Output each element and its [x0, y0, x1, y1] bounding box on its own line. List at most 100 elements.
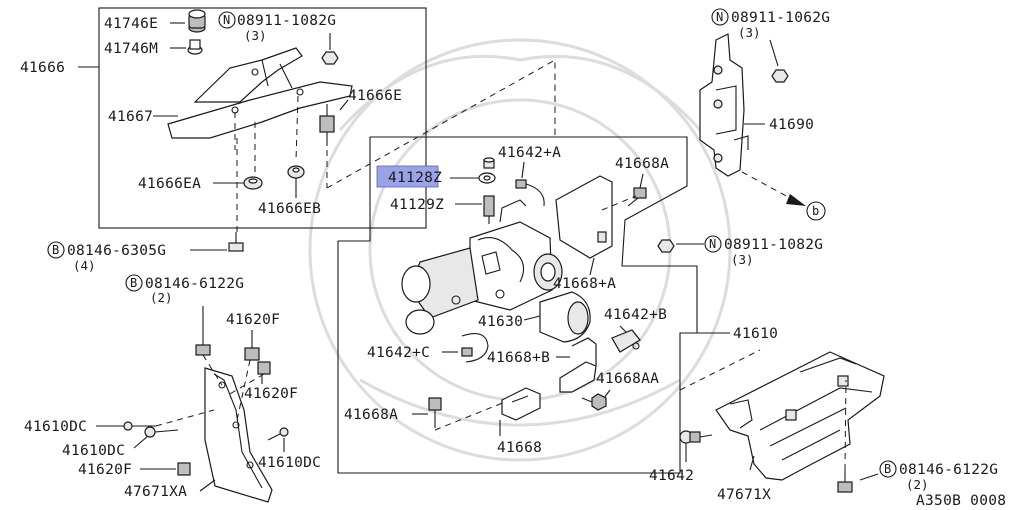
- bracket-41668B[interactable]: [559, 337, 597, 393]
- label-41746M[interactable]: 41746M: [104, 41, 158, 57]
- clip-41642[interactable]: [679, 430, 713, 444]
- bracket-assembly-box: [98, 7, 427, 229]
- clip-41642B[interactable]: [611, 329, 641, 353]
- label-41668AA[interactable]: 41668AA: [596, 371, 659, 387]
- svg-text:N: N: [709, 237, 716, 251]
- label-41666E[interactable]: 41666E: [348, 88, 402, 104]
- label-41666[interactable]: 41666: [20, 60, 65, 76]
- label-41620F-c[interactable]: 41620F: [78, 462, 132, 478]
- label-41642C[interactable]: 41642+C: [367, 345, 430, 361]
- bracket-41667[interactable]: [167, 47, 353, 139]
- bleeder-41129Z[interactable]: [483, 195, 495, 224]
- bracket-41668[interactable]: [501, 387, 541, 421]
- b-circle-icon: [47, 241, 65, 259]
- bracket-41690[interactable]: [699, 33, 749, 177]
- label-41610DC-b[interactable]: 41610DC: [62, 443, 125, 459]
- svg-text:B: B: [130, 276, 137, 290]
- bushing-41746M[interactable]: [187, 39, 203, 55]
- screw-41610DC-c[interactable]: [267, 427, 289, 441]
- label-41610[interactable]: 41610: [733, 326, 778, 342]
- nut-08911-mid[interactable]: [657, 239, 675, 253]
- label-41129Z[interactable]: 41129Z: [390, 197, 444, 213]
- label-47671XA[interactable]: 47671XA: [124, 484, 187, 500]
- svg-text:N: N: [223, 13, 230, 27]
- mount-41666E[interactable]: [319, 104, 335, 146]
- nut-callout-top: N: [218, 11, 236, 29]
- nut-08911-1062G[interactable]: [771, 69, 789, 83]
- bracket-41668A[interactable]: [555, 175, 613, 259]
- label-08146-6305G[interactable]: 08146-6305G: [67, 243, 166, 259]
- label-47671X[interactable]: 47671X: [717, 487, 771, 503]
- arrow-icon: [786, 194, 806, 206]
- bracket-assembly-group: 41666 41746E 41746M N 08911-1082G (3): [20, 7, 427, 229]
- qty-3-mid: (3): [731, 252, 754, 267]
- label-41630[interactable]: 41630: [478, 314, 523, 330]
- bolt-08146-6305G[interactable]: [228, 232, 244, 252]
- under-cover-group: 47671X 41642 B 08146-6122G (2) A350B 000…: [649, 351, 1006, 509]
- n-circle-icon: [218, 11, 236, 29]
- label-41610DC-c[interactable]: 41610DC: [258, 455, 321, 471]
- label-08146-6122G-left[interactable]: 08146-6122G: [145, 276, 244, 292]
- bracket-41690-group: N 08911-1062G (3) 41690 b: [699, 8, 830, 221]
- n-circle-icon-mid: [704, 235, 722, 253]
- bolt-41668A-low[interactable]: [428, 397, 442, 428]
- label-41128Z[interactable]: 41128Z: [388, 170, 442, 186]
- under-cover-47671X[interactable]: [715, 351, 885, 481]
- n-circle-icon-right: [711, 8, 729, 26]
- label-41667[interactable]: 41667: [108, 109, 153, 125]
- cap-41128[interactable]: [483, 157, 495, 169]
- label-41666EA[interactable]: 41666EA: [138, 176, 201, 192]
- label-41620F-b[interactable]: 41620F: [244, 386, 298, 402]
- label-41746E[interactable]: 41746E: [104, 16, 158, 32]
- nut-callout-mid: N: [704, 235, 722, 253]
- label-41668[interactable]: 41668: [497, 440, 542, 456]
- svg-text:b: b: [812, 204, 819, 218]
- label-41668A-low[interactable]: 41668A: [344, 407, 398, 423]
- abs-actuator-41630[interactable]: [401, 199, 591, 343]
- qty-4: (4): [73, 258, 96, 273]
- clip-41642A[interactable]: [515, 179, 545, 207]
- label-41668B[interactable]: 41668+B: [487, 350, 550, 366]
- label-08911-1082G-mid[interactable]: 08911-1082G: [724, 237, 823, 253]
- label-41620F-a[interactable]: 41620F: [226, 312, 280, 328]
- ref-b-callout[interactable]: b: [806, 201, 826, 221]
- screw-41610DC-b[interactable]: [144, 426, 179, 438]
- clip-41620F-b[interactable]: [257, 361, 271, 375]
- label-41642B[interactable]: 41642+B: [604, 307, 667, 323]
- nut-callout-1062G: N: [711, 8, 729, 26]
- nut-08911-top[interactable]: [321, 51, 339, 65]
- grommet-41746E[interactable]: [188, 9, 206, 33]
- label-41690[interactable]: 41690: [769, 117, 814, 133]
- bolt-41668A-top[interactable]: [627, 187, 647, 207]
- splash-guard-47671XA[interactable]: [204, 367, 273, 503]
- grommet-41666EB[interactable]: [287, 165, 305, 179]
- qty-2-left: (2): [150, 290, 173, 305]
- screw-41610DC-a[interactable]: [123, 421, 156, 431]
- svg-text:B: B: [52, 243, 59, 257]
- clip-41620F-a[interactable]: [244, 347, 260, 361]
- label-41610DC-a[interactable]: 41610DC: [24, 419, 87, 435]
- b-circle-icon-right: [879, 460, 897, 478]
- bolt-08146-6122G-right[interactable]: [837, 470, 853, 493]
- bolt-08146-6122G-left[interactable]: [195, 344, 211, 356]
- label-41666EB[interactable]: 41666EB: [258, 201, 321, 217]
- label-08911-1082G-top[interactable]: 08911-1082G: [237, 13, 336, 29]
- label-08911-1062G[interactable]: 08911-1062G: [731, 10, 830, 26]
- label-41642A[interactable]: 41642+A: [498, 145, 561, 161]
- label-41668A-top[interactable]: 41668A: [615, 156, 669, 172]
- grommet-41666EA[interactable]: [243, 176, 263, 190]
- b-circle-icon-left: [125, 274, 143, 292]
- bolt-callout-6305G: B: [47, 241, 65, 259]
- bolt-41668AA[interactable]: [581, 393, 607, 411]
- label-41668A-mid[interactable]: 41668+A: [553, 276, 616, 292]
- qty-2-right: (2): [906, 477, 929, 492]
- qty-3-right: (3): [738, 25, 761, 40]
- label-41642[interactable]: 41642: [649, 468, 694, 484]
- label-08146-6122G-right[interactable]: 08146-6122G: [899, 462, 998, 478]
- clip-41642C[interactable]: [461, 333, 489, 363]
- clip-41620F-c[interactable]: [177, 462, 191, 476]
- qty-3-top: (3): [244, 28, 267, 43]
- svg-text:B: B: [884, 462, 891, 476]
- washer-41128Z[interactable]: [478, 172, 496, 184]
